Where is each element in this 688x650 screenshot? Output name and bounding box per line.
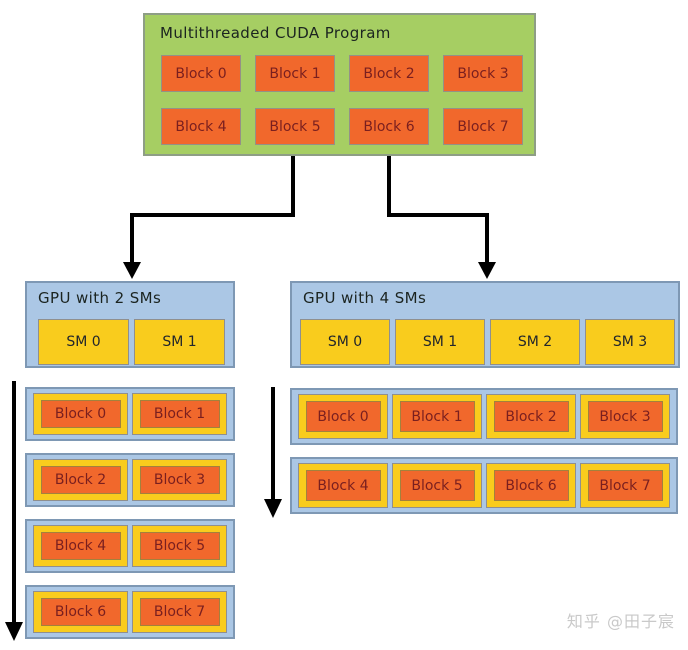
sm-box: SM 0: [300, 319, 390, 365]
sm-slot: Block 4: [298, 463, 388, 508]
program-title: Multithreaded CUDA Program: [160, 24, 391, 42]
sm-slot: Block 2: [486, 394, 576, 439]
sm-slot: Block 6: [33, 591, 128, 633]
scheduled-block: Block 2: [493, 401, 569, 432]
program-block: Block 6: [349, 108, 429, 145]
gpu-4sms-title: GPU with 4 SMs: [303, 289, 427, 307]
sm-box: SM 0: [38, 319, 129, 365]
sm-row: SM 0 SM 1 SM 2 SM 3: [300, 319, 675, 365]
sm-slot: Block 1: [132, 393, 227, 435]
gpu2-time-arrow: [5, 381, 23, 641]
program-block: Block 0: [161, 55, 241, 92]
gpu-4sms-box: GPU with 4 SMs SM 0 SM 1 SM 2 SM 3: [290, 281, 680, 368]
sm-box: SM 1: [395, 319, 485, 365]
gpu4-schedule-row: Block 0 Block 1 Block 2 Block 3: [290, 388, 678, 445]
gpu2-schedule-row: Block 6 Block 7: [25, 585, 235, 639]
scheduled-block: Block 1: [399, 401, 475, 432]
cuda-program-box: Multithreaded CUDA Program Block 0 Block…: [143, 13, 536, 156]
arrow-program-to-gpu2: [123, 155, 295, 279]
sm-slot: Block 0: [298, 394, 388, 439]
scheduled-block: Block 6: [40, 598, 121, 626]
sm-slot: Block 5: [132, 525, 227, 567]
program-block: Block 1: [255, 55, 335, 92]
scheduled-block: Block 7: [139, 598, 220, 626]
scheduled-block: Block 3: [587, 401, 663, 432]
scheduled-block: Block 0: [305, 401, 381, 432]
scheduled-block: Block 4: [305, 470, 381, 501]
sm-slot: Block 3: [132, 459, 227, 501]
sm-slot: Block 4: [33, 525, 128, 567]
gpu2-schedule-row: Block 0 Block 1: [25, 387, 235, 441]
sm-box: SM 2: [490, 319, 580, 365]
zhihu-watermark: 知乎 @田子宸: [566, 612, 675, 631]
sm-slot: Block 3: [580, 394, 670, 439]
gpu4-time-arrow: [264, 387, 282, 518]
scheduled-block: Block 6: [493, 470, 569, 501]
gpu4-schedule-row: Block 4 Block 5 Block 6 Block 7: [290, 457, 678, 514]
program-block: Block 3: [443, 55, 523, 92]
program-block-row: Block 0 Block 1 Block 2 Block 3: [161, 55, 523, 92]
scheduled-block: Block 5: [139, 532, 220, 560]
scheduled-block: Block 5: [399, 470, 475, 501]
gpu2-schedule-row: Block 4 Block 5: [25, 519, 235, 573]
gpu-2sms-box: GPU with 2 SMs SM 0 SM 1: [25, 281, 235, 368]
gpu-2sms-title: GPU with 2 SMs: [38, 289, 162, 307]
sm-slot: Block 6: [486, 463, 576, 508]
sm-slot: Block 5: [392, 463, 482, 508]
arrow-program-to-gpu4: [387, 155, 496, 279]
program-block: Block 5: [255, 108, 335, 145]
program-block: Block 4: [161, 108, 241, 145]
sm-slot: Block 7: [132, 591, 227, 633]
scheduled-block: Block 7: [587, 470, 663, 501]
scheduled-block: Block 0: [40, 400, 121, 428]
sm-box: SM 3: [585, 319, 675, 365]
sm-row: SM 0 SM 1: [38, 319, 225, 365]
program-block: Block 2: [349, 55, 429, 92]
sm-slot: Block 0: [33, 393, 128, 435]
gpu2-schedule-row: Block 2 Block 3: [25, 453, 235, 507]
sm-slot: Block 7: [580, 463, 670, 508]
program-block: Block 7: [443, 108, 523, 145]
sm-slot: Block 1: [392, 394, 482, 439]
scheduled-block: Block 1: [139, 400, 220, 428]
sm-box: SM 1: [134, 319, 225, 365]
scheduled-block: Block 4: [40, 532, 121, 560]
sm-slot: Block 2: [33, 459, 128, 501]
scheduled-block: Block 3: [139, 466, 220, 494]
program-block-row: Block 4 Block 5 Block 6 Block 7: [161, 108, 523, 145]
scheduled-block: Block 2: [40, 466, 121, 494]
